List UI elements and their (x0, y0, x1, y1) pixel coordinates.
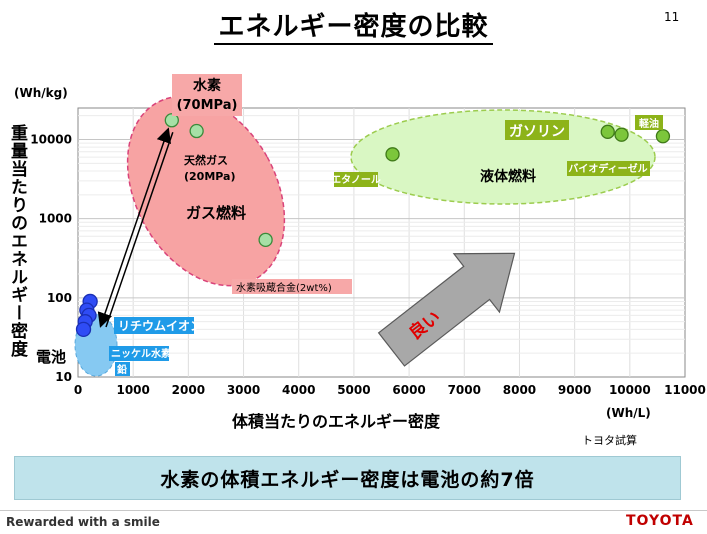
x-tick-label: 9000 (558, 383, 591, 397)
source-note: トヨタ試算 (582, 434, 637, 447)
page-number: 11 (664, 10, 680, 24)
hydrogen-label: 水素 (193, 77, 221, 94)
lead-label-box (115, 362, 130, 376)
x-axis-label: 体積当たりのエネルギー密度 (232, 412, 441, 431)
lead-label: 鉛 (117, 363, 127, 376)
x-tick-label: 5000 (337, 383, 370, 397)
data-point (258, 232, 273, 248)
x-tick-label: 3000 (227, 383, 260, 397)
biodiesel-label: バイオディーゼル (568, 162, 647, 175)
data-point (600, 124, 615, 139)
liquid-fuel-label: 液体燃料 (480, 168, 536, 185)
y-axis-label: 重量当たりのエネルギー密度 (7, 124, 27, 358)
x-tick-label: 8000 (503, 383, 536, 397)
x-tick-label: 2000 (172, 383, 205, 397)
biodiesel-label-box (567, 161, 650, 176)
y-tick-label: 10 (55, 370, 72, 384)
alloy-label: 水素吸蔵合金(2wt%) (236, 281, 332, 294)
y-tick-label: 100 (47, 291, 72, 305)
liquid-fuel-region (350, 109, 656, 205)
gasoline-label: ガソリン (509, 124, 565, 140)
x-axis-unit: (Wh/L) (606, 406, 651, 420)
data-point (75, 321, 92, 337)
comparison-arrow-line-2 (105, 132, 174, 328)
summary-banner: 水素の体積エネルギー密度は電池の約7倍 (14, 456, 681, 500)
x-tick-label: 11000 (664, 383, 706, 397)
ethanol-label: エタノール (331, 174, 381, 186)
hydrogen-pressure-label: (70MPa) (177, 98, 238, 113)
y-tick-label: 10000 (30, 133, 72, 147)
x-tick-label: 0 (74, 383, 82, 397)
nimh-label: ニッケル水素 (111, 347, 171, 360)
data-point (655, 129, 671, 144)
x-tick-label: 4000 (282, 383, 315, 397)
x-tick-label: 6000 (392, 383, 425, 397)
y-tick-label: 1000 (39, 212, 72, 226)
energy-density-chart: 0 1000 2000 3000 4000 5000 6000 7000 8000 9000 100… (30, 74, 706, 397)
gasoline-label-box (505, 120, 569, 140)
hydrogen-label-box (172, 74, 242, 116)
nimh-label-box (109, 346, 169, 361)
data-point (385, 147, 400, 162)
li-ion-label-box (114, 317, 194, 334)
y-axis-unit: (Wh/kg) (14, 86, 68, 100)
footer-divider (0, 510, 707, 511)
good-direction-arrow: 良い (377, 252, 516, 367)
battery-label: 電池 (36, 348, 66, 366)
data-point (614, 127, 629, 142)
data-point (189, 123, 204, 139)
natural-gas-pressure-label: (20MPa) (184, 170, 236, 183)
li-ion-label: リチウムイオン (118, 319, 202, 333)
brand-logo: TOYOTA (626, 513, 694, 529)
gas-fuel-label: ガス燃料 (186, 204, 246, 222)
ethanol-label-box (334, 172, 378, 187)
light-oil-label-box (635, 115, 663, 130)
x-tick-label: 7000 (448, 383, 481, 397)
comparison-arrow-line-1 (97, 127, 172, 328)
page-title: エネルギー密度の比較 (0, 6, 707, 45)
x-tick-label: 1000 (116, 383, 149, 397)
natural-gas-label: 天然ガス (184, 153, 228, 167)
footer-slogan: Rewarded with a smile (6, 515, 160, 529)
x-tick-label: 10000 (609, 383, 651, 397)
data-point (164, 113, 179, 128)
alloy-label-box (232, 279, 352, 294)
light-oil-label: 軽油 (639, 117, 659, 130)
